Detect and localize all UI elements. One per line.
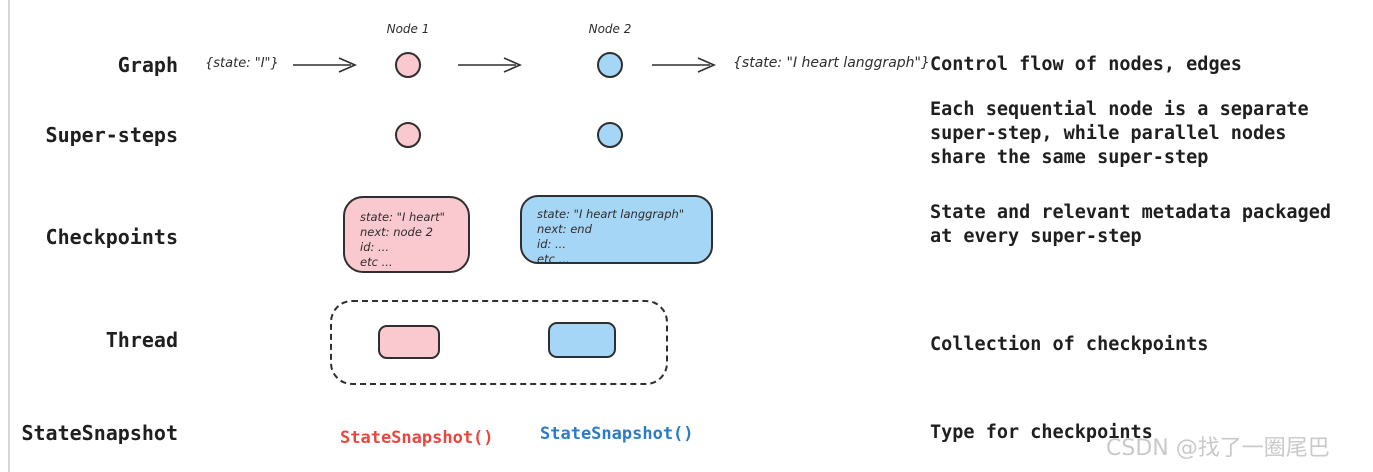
checkpoints-description: State and relevant metadata packaged at …	[930, 201, 1331, 249]
node2-circle	[597, 52, 623, 78]
supersteps-description-line: share the same super-step	[930, 147, 1209, 168]
row-label-statesnapshot: StateSnapshot	[21, 421, 178, 445]
checkpoint2-line: etc ...	[537, 252, 570, 266]
row-label-graph: Graph	[117, 53, 178, 77]
superstep2-circle	[597, 122, 623, 148]
statesnapshot-code-blue: StateSnapshot()	[540, 424, 694, 444]
checkpoint2-line: next: end	[537, 222, 592, 236]
arrow-icon	[458, 57, 522, 73]
thread-checkpoint1-rect	[378, 325, 440, 359]
thread-dashed-outline	[330, 300, 668, 385]
supersteps-description-line: Each sequential node is a separate	[930, 99, 1309, 120]
checkpoint1-box: state: "I heart" next: node 2 id: ... et…	[343, 196, 470, 273]
thread-description: Collection of checkpoints	[930, 334, 1209, 355]
statesnapshot-code-red: StateSnapshot()	[340, 428, 494, 448]
checkpoint2-box: state: "I heart langgraph" next: end id:…	[520, 195, 713, 266]
graph-input-state-text: {state: "I"}	[205, 56, 279, 71]
row-label-checkpoints: Checkpoints	[45, 225, 178, 249]
thread-checkpoint2-rect	[548, 322, 616, 358]
statesnapshot-description: Type for checkpoints	[930, 422, 1153, 443]
checkpoint1-line: state: "I heart"	[360, 210, 445, 224]
checkpoint1-line: id: ...	[360, 240, 389, 254]
node1-label: Node 1	[386, 22, 430, 36]
checkpoint2-line: state: "I heart langgraph"	[537, 207, 685, 221]
supersteps-description-line: super-step, while parallel nodes	[930, 123, 1287, 144]
checkpoint2-line: id: ...	[537, 237, 566, 251]
watermark-text: CSDN @找了一圈尾巴	[1106, 436, 1330, 461]
arrow-icon	[652, 57, 716, 73]
row-label-supersteps: Super-steps	[45, 123, 178, 147]
checkpoints-description-line: State and relevant metadata packaged	[930, 202, 1331, 223]
node2-label: Node 2	[588, 22, 632, 36]
node1-circle	[395, 52, 421, 78]
checkpoint1-line: next: node 2	[360, 225, 433, 239]
row-label-thread: Thread	[105, 328, 178, 352]
checkpoints-description-line: at every super-step	[930, 226, 1142, 247]
left-edge-divider	[8, 0, 10, 472]
graph-output-state-text: {state: "I heart langgraph"}	[733, 55, 930, 71]
graph-description: Control flow of nodes, edges	[930, 54, 1242, 75]
superstep1-circle	[395, 122, 421, 148]
supersteps-description: Each sequential node is a separate super…	[930, 98, 1309, 170]
checkpoint1-line: etc ...	[360, 255, 393, 269]
arrow-icon	[293, 57, 357, 73]
